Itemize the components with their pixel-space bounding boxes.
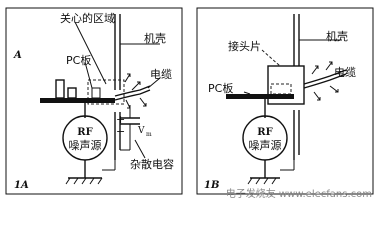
region-of-interest-label: 关心的区域 xyxy=(60,11,115,25)
cable-label-a: 电缆 xyxy=(150,68,172,81)
radiation-arrows-b xyxy=(311,61,339,101)
leader-connector xyxy=(261,49,281,67)
panel-b-frame xyxy=(196,7,374,195)
panel-b: 1B 接头片 机壳 电缆 PC板 RF 噪声源 xyxy=(196,7,374,195)
leader-stray-cap xyxy=(134,139,146,159)
watermark-text: 电子发烧友 www.elecfans.com xyxy=(226,187,372,200)
leader-region xyxy=(74,21,107,85)
ground-hatch-a xyxy=(65,177,103,185)
voltage-label: V xyxy=(137,126,145,136)
rf-label-b: RF xyxy=(257,127,272,138)
panel-a-frame xyxy=(5,7,183,195)
diagram-canvas: A 1A + − V m xyxy=(5,7,374,200)
pc-board-label-a: PC板 xyxy=(66,53,91,67)
stray-cap-label: 杂散电容 xyxy=(130,157,174,171)
component-connector xyxy=(91,87,101,99)
component-tall xyxy=(55,79,65,99)
connector-label: 接头片 xyxy=(228,40,261,53)
diagram-stage: A 1A + − V m xyxy=(5,7,374,200)
panel-a-fig-label: 1A xyxy=(14,180,29,191)
ground-hatch-b xyxy=(247,177,277,185)
rf-label-a: RF xyxy=(77,127,92,138)
radiation-arrows-a xyxy=(124,73,147,109)
chassis-label-b: 机壳 xyxy=(326,29,348,43)
noise-source-label-b: 噪声源 xyxy=(249,138,282,152)
component-short xyxy=(67,87,77,99)
panel-a: A 1A + − V m xyxy=(5,7,183,195)
region-of-interest-box xyxy=(87,79,125,105)
connector-shield xyxy=(267,65,305,105)
plus-sign: + xyxy=(116,113,125,126)
panel-a-corner-label: A xyxy=(13,50,22,61)
voltage-subscript: m xyxy=(146,131,152,138)
cable-b xyxy=(303,69,347,85)
cable-label-b: 电缆 xyxy=(334,66,356,79)
pc-board-a xyxy=(40,98,115,103)
minus-sign: − xyxy=(116,125,125,138)
panel-b-fig-label: 1B xyxy=(204,180,219,191)
leader-pcb-a xyxy=(84,61,93,89)
chassis-label-a: 机壳 xyxy=(144,31,166,45)
cable-b-2 xyxy=(303,73,347,89)
noise-source-label-a: 噪声源 xyxy=(69,138,102,152)
cable-a-2 xyxy=(114,89,151,101)
connector-inner xyxy=(270,83,292,95)
pc-board-b xyxy=(226,94,294,99)
rf-source-a xyxy=(62,115,108,161)
leader-cable-a xyxy=(147,77,161,89)
rf-source-b xyxy=(242,115,288,161)
cable-a xyxy=(114,85,151,97)
leader-pcb-b xyxy=(243,91,251,95)
pc-board-label-b: PC板 xyxy=(208,81,233,95)
